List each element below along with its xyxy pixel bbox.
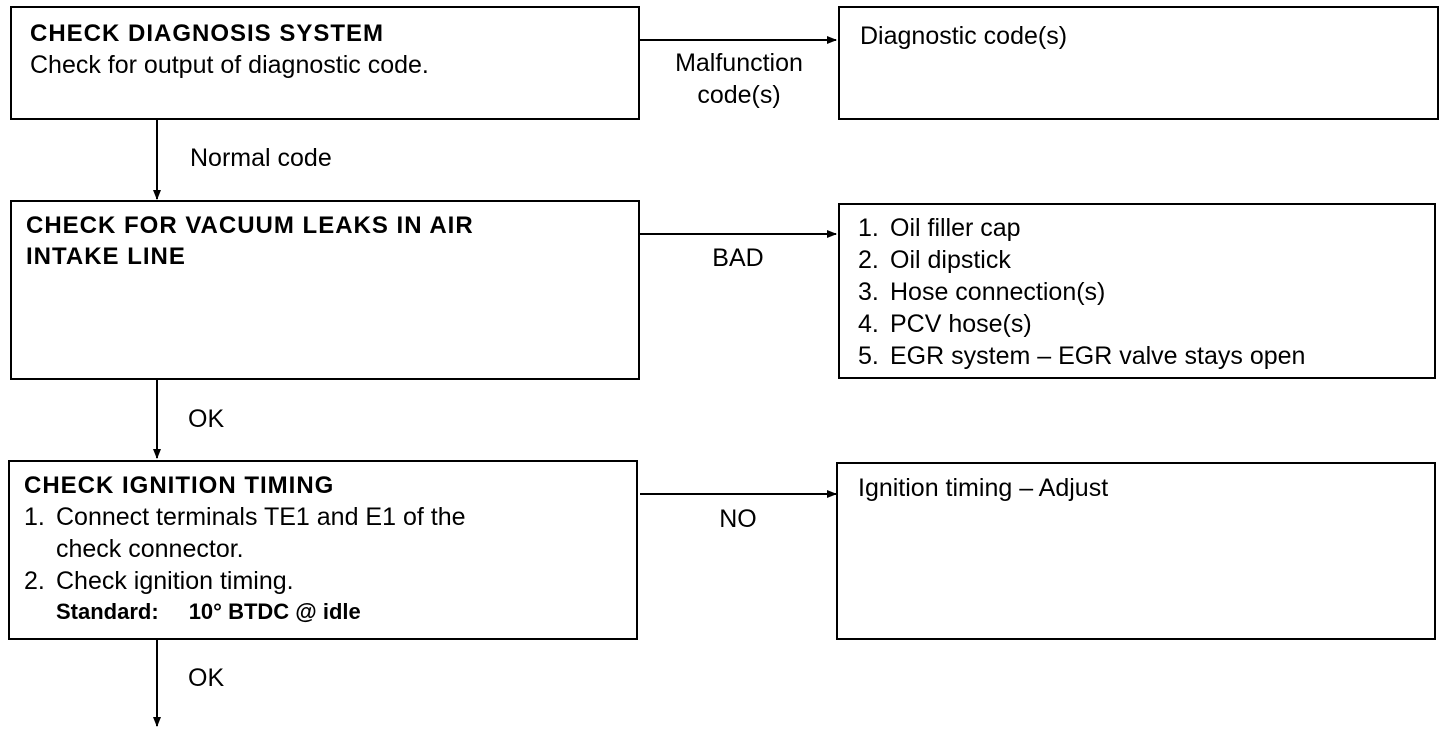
standard-label: Standard: [56, 599, 159, 624]
list-item: 1.Oil filler cap [858, 214, 1021, 242]
list-item: 5.EGR system – EGR valve stays open [858, 342, 1306, 370]
malfunction-label-line1: Malfunction [675, 49, 803, 77]
list-item: 4.PCV hose(s) [858, 310, 1032, 338]
list-item: 1. Connect terminals TE1 and E1 of the c… [24, 503, 466, 563]
step2-box: CHECK FOR VACUUM LEAKS IN AIR INTAKE LIN… [10, 200, 640, 380]
ok-label-step3: OK [188, 664, 225, 692]
standard-value: 10° BTDC @ idle [188, 599, 361, 624]
standard-spec: Standard: 10° BTDC @ idle [24, 597, 622, 627]
list-item: 3.Hose connection(s) [858, 278, 1106, 306]
malfunction-label: Malfunction code(s) [650, 47, 828, 111]
vacuum-leak-list-box: 1.Oil filler cap 2.Oil dipstick 3.Hose c… [838, 203, 1436, 379]
step3-title: CHECK IGNITION TIMING [24, 472, 335, 499]
step3-instructions: 1. Connect terminals TE1 and E1 of the c… [24, 501, 622, 597]
vacuum-leak-list: 1.Oil filler cap 2.Oil dipstick 3.Hose c… [858, 212, 1416, 372]
diagnostic-code-text: Diagnostic code(s) [860, 22, 1068, 50]
step1-box: CHECK DIAGNOSIS SYSTEM Check for output … [10, 6, 640, 120]
step2-title-line2: INTAKE LINE [26, 243, 186, 270]
diagnostic-code-box: Diagnostic code(s) [838, 6, 1439, 120]
list-item: 2. Check ignition timing. [24, 567, 294, 595]
no-label: NO [719, 505, 757, 533]
normal-code-label: Normal code [190, 144, 332, 172]
malfunction-label-line2: code(s) [697, 81, 781, 109]
step2-title-line1: CHECK FOR VACUUM LEAKS IN AIR [26, 212, 474, 239]
ignition-adjust-box: Ignition timing – Adjust [836, 462, 1436, 640]
step3-box: CHECK IGNITION TIMING 1. Connect termina… [8, 460, 638, 640]
ok-label-step2: OK [188, 405, 225, 433]
list-item: 2.Oil dipstick [858, 246, 1011, 274]
ignition-adjust-text: Ignition timing – Adjust [858, 474, 1109, 502]
step1-title: CHECK DIAGNOSIS SYSTEM [30, 20, 385, 47]
bad-label: BAD [712, 244, 764, 272]
step1-text: Check for output of diagnostic code. [30, 51, 429, 79]
